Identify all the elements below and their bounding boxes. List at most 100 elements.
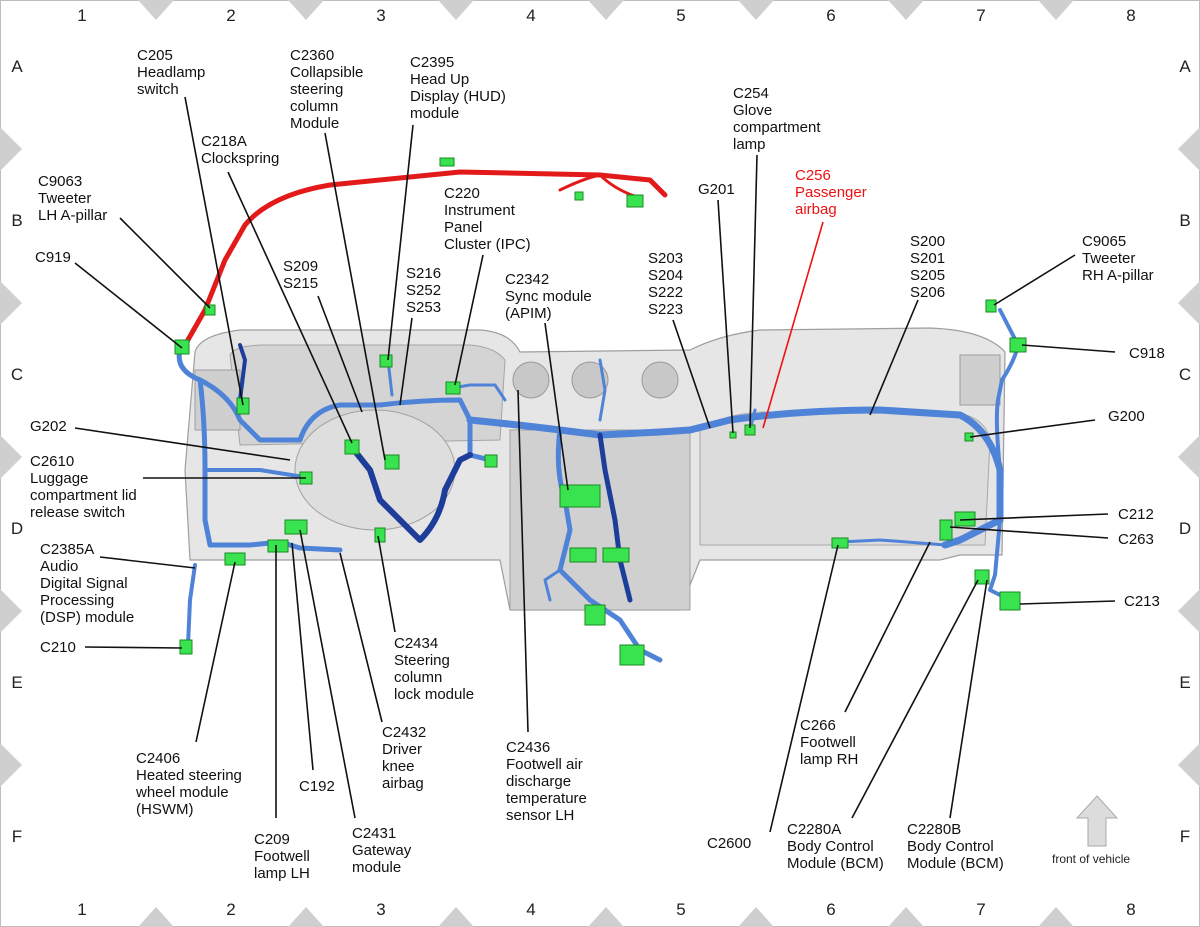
label-line: C213 xyxy=(1124,593,1160,610)
label-line: Footwell xyxy=(254,848,310,865)
front-of-vehicle-label: front of vehicle xyxy=(1052,852,1130,866)
label-line: C2280A xyxy=(787,821,841,838)
label-line: S204 xyxy=(648,267,683,284)
grid-divider-marker xyxy=(588,907,624,927)
grid-column-label: 8 xyxy=(1126,900,1135,919)
grid-column-label: 3 xyxy=(376,6,385,25)
grid-divider-marker xyxy=(0,281,22,325)
grid-divider-marker xyxy=(0,589,22,633)
label-line: airbag xyxy=(795,201,837,218)
wiring-harness xyxy=(176,169,1020,663)
label-line: C263 xyxy=(1118,531,1154,548)
label-line: C212 xyxy=(1118,506,1154,523)
grid-divider-marker xyxy=(738,907,774,927)
label-line: Footwell air xyxy=(506,756,583,773)
label-line: Gateway xyxy=(352,842,412,859)
grid-divider-marker xyxy=(438,907,474,927)
label-line: C192 xyxy=(299,778,335,795)
grid-column-label: 8 xyxy=(1126,6,1135,25)
label-line: Processing xyxy=(40,592,114,609)
grid-row-label: C xyxy=(11,365,23,384)
label-line: lock module xyxy=(394,686,474,703)
label-line: Clockspring xyxy=(201,150,279,167)
label-c263: C263 xyxy=(1118,531,1154,548)
grid-divider-marker xyxy=(0,743,22,787)
label-line: C2360 xyxy=(290,47,334,64)
label-line: C2406 xyxy=(136,750,180,767)
label-line: C2436 xyxy=(506,739,550,756)
label-line: (HSWM) xyxy=(136,801,193,818)
label-line: S200 xyxy=(910,233,945,250)
grid-divider-marker xyxy=(1038,907,1074,927)
label-line: lamp LH xyxy=(254,865,310,882)
grid-column-label: 7 xyxy=(976,900,985,919)
grid-column-label: 5 xyxy=(676,6,685,25)
label-line: lamp xyxy=(733,136,766,153)
label-line: Display (HUD) xyxy=(410,88,506,105)
label-c919: C919 xyxy=(35,249,71,266)
label-c210: C210 xyxy=(40,639,76,656)
label-c918: C918 xyxy=(1129,345,1165,362)
label-line: Steering xyxy=(394,652,450,669)
label-line: G201 xyxy=(698,181,735,198)
grid-divider-marker xyxy=(738,0,774,20)
label-line: wheel module xyxy=(135,784,229,801)
label-line: C2600 xyxy=(707,835,751,852)
label-c213: C213 xyxy=(1124,593,1160,610)
label-line: C254 xyxy=(733,85,769,102)
label-line: C218A xyxy=(201,133,247,150)
label-line: S222 xyxy=(648,284,683,301)
grid-divider-marker xyxy=(438,0,474,20)
grid-column-label: 2 xyxy=(226,900,235,919)
grid-divider-marker xyxy=(588,0,624,20)
grid-divider-marker xyxy=(1178,435,1200,479)
grid-divider-marker xyxy=(1178,281,1200,325)
grid-column-label: 6 xyxy=(826,6,835,25)
label-line: Heated steering xyxy=(136,767,242,784)
grid-column-label: 5 xyxy=(676,900,685,919)
label-line: Collapsible xyxy=(290,64,363,81)
label-line: C2342 xyxy=(505,271,549,288)
label-line: discharge xyxy=(506,773,571,790)
label-line: Head Up xyxy=(410,71,469,88)
front-of-vehicle-indicator: front of vehicle xyxy=(1052,795,1130,866)
label-line: S206 xyxy=(910,284,945,301)
label-line: module xyxy=(410,105,459,122)
label-line: (DSP) module xyxy=(40,609,134,626)
grid-row-label: D xyxy=(11,519,23,538)
connectors xyxy=(174,157,1027,666)
label-line: S201 xyxy=(910,250,945,267)
label-line: Body Control xyxy=(907,838,994,855)
label-line: airbag xyxy=(382,775,424,792)
grid-row-label: B xyxy=(1179,211,1190,230)
label-line: steering xyxy=(290,81,343,98)
label-line: C256 xyxy=(795,167,831,184)
label-line: C9065 xyxy=(1082,233,1126,250)
label-c192: C192 xyxy=(299,778,335,795)
grid-divider-marker xyxy=(138,0,174,20)
label-line: module xyxy=(352,859,401,876)
label-line: C2395 xyxy=(410,54,454,71)
grid-column-label: 1 xyxy=(77,6,86,25)
label-line: C209 xyxy=(254,831,290,848)
label-line: Instrument xyxy=(444,202,516,219)
label-line: compartment xyxy=(733,119,821,136)
label-line: S252 xyxy=(406,282,441,299)
label-line: lamp RH xyxy=(800,751,858,768)
label-line: S203 xyxy=(648,250,683,267)
grid-row-label: C xyxy=(1179,365,1191,384)
label-line: Glove xyxy=(733,102,772,119)
label-line: knee xyxy=(382,758,415,775)
